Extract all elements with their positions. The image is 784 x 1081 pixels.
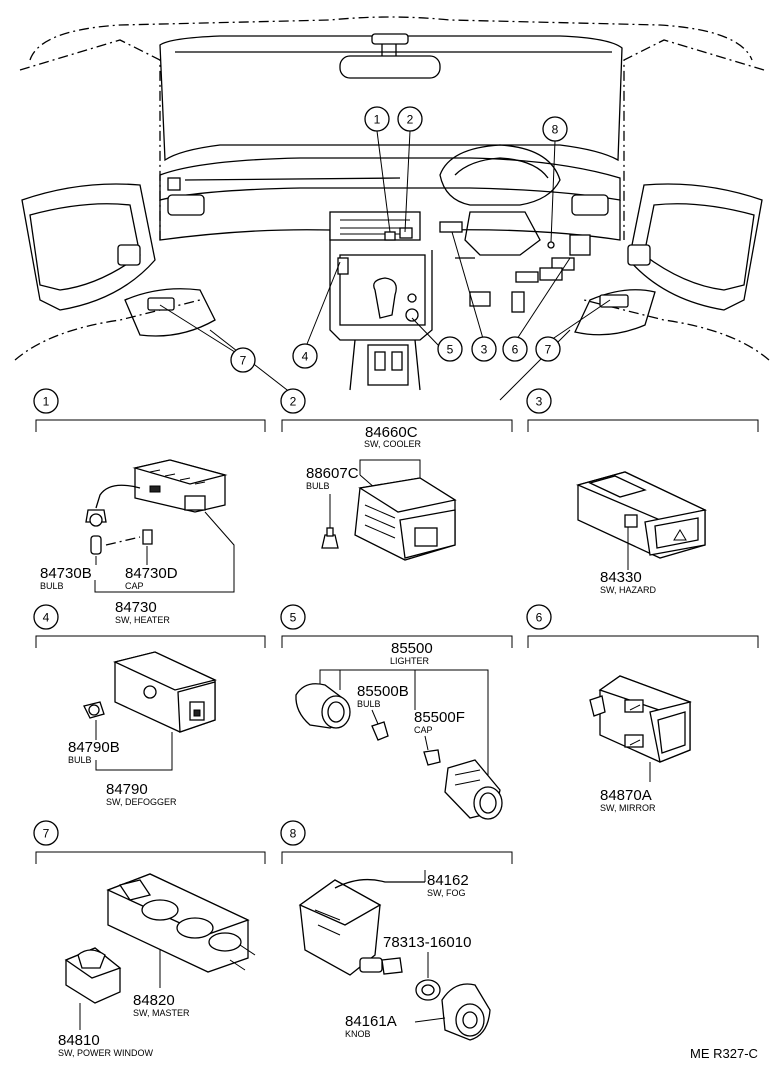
section-2-cooler-switch: 84660C SW, COOLER 88607C BULB	[306, 424, 457, 561]
section-callout-1: 1	[33, 388, 59, 414]
svg-text:5: 5	[290, 611, 297, 625]
section-8-fog-switch: 84162 SW, FOG 78313-16010 84161A KNOB	[298, 870, 491, 1041]
part-number-85500: 85500	[391, 640, 433, 657]
svg-text:8: 8	[290, 827, 297, 841]
part-number-84820: 84820	[133, 992, 175, 1009]
svg-text:3: 3	[481, 343, 488, 357]
part-number-78313-16010: 78313-16010	[383, 934, 471, 951]
part-desc-84162: SW, FOG	[427, 888, 466, 898]
callout-7-overview-right: 7	[535, 336, 561, 362]
part-desc-84330: SW, HAZARD	[600, 585, 657, 595]
part-desc-84730: SW, HEATER	[115, 615, 170, 625]
svg-text:2: 2	[290, 395, 297, 409]
section-6-mirror-switch: 84870A SW, MIRROR	[589, 675, 692, 813]
part-desc-84870A: SW, MIRROR	[600, 803, 656, 813]
section-callouts: 1 2 3 4 5 6 7 8	[33, 388, 552, 846]
section-1-heater-switch: 84730B BULB 84730D CAP 84730 SW, HEATER	[40, 459, 235, 625]
part-desc-84810: SW, POWER WINDOW	[58, 1048, 153, 1058]
part-number-84730B: 84730B	[40, 565, 92, 582]
callout-1-overview: 1	[364, 106, 390, 132]
svg-text:7: 7	[545, 343, 552, 357]
part-desc-85500B: BULB	[357, 699, 381, 709]
part-desc-84790B: BULB	[68, 755, 92, 765]
part-desc-84820: SW, MASTER	[133, 1008, 190, 1018]
part-desc-84730B: BULB	[40, 581, 64, 591]
part-number-85500F: 85500F	[414, 709, 465, 726]
overview-leader-lines	[159, 130, 611, 355]
svg-text:1: 1	[374, 113, 381, 127]
part-desc-84730D: CAP	[125, 581, 144, 591]
section-5-lighter: 85500 LIGHTER 85500B BULB 85500F CAP	[295, 640, 503, 820]
section-4-defogger-switch: 84790B BULB 84790 SW, DEFOGGER	[68, 651, 217, 807]
part-desc-85500F: CAP	[414, 725, 433, 735]
part-desc-84660C: SW, COOLER	[364, 439, 422, 449]
part-desc-84790: SW, DEFOGGER	[106, 797, 177, 807]
part-number-84330: 84330	[600, 569, 642, 586]
part-number-84730D: 84730D	[125, 565, 178, 582]
svg-text:7: 7	[43, 827, 50, 841]
part-number-84660C: 84660C	[365, 424, 418, 441]
callout-5-overview: 5	[437, 336, 463, 362]
part-desc-88607C: BULB	[306, 481, 330, 491]
svg-text:8: 8	[552, 123, 559, 137]
callout-6-overview: 6	[502, 336, 528, 362]
section-callout-7: 7	[33, 820, 59, 846]
section-callout-8: 8	[280, 820, 306, 846]
section-callout-5: 5	[280, 604, 306, 630]
svg-text:4: 4	[302, 350, 309, 364]
part-desc-84161A: KNOB	[345, 1029, 371, 1039]
svg-text:1: 1	[43, 395, 50, 409]
svg-text:4: 4	[43, 611, 50, 625]
part-number-84162: 84162	[427, 872, 469, 889]
section-7-power-window: 84820 SW, MASTER 84810 SW, POWER WINDOW	[58, 873, 256, 1058]
overview-callouts: 1 2 8 7 4 5 3 6 7	[230, 106, 568, 373]
callout-3-overview: 3	[471, 336, 497, 362]
part-number-84790B: 84790B	[68, 739, 120, 756]
svg-text:6: 6	[512, 343, 519, 357]
svg-text:7: 7	[240, 354, 247, 368]
svg-text:6: 6	[536, 611, 543, 625]
svg-text:2: 2	[407, 113, 414, 127]
section-callout-6: 6	[526, 604, 552, 630]
car-interior-overview	[14, 16, 770, 401]
svg-text:5: 5	[447, 343, 454, 357]
callout-2-overview: 2	[397, 106, 423, 132]
part-number-84790: 84790	[106, 781, 148, 798]
callout-4-overview: 4	[292, 343, 318, 369]
part-desc-85500: LIGHTER	[390, 656, 430, 666]
part-number-84810: 84810	[58, 1032, 100, 1049]
part-number-84870A: 84870A	[600, 787, 652, 804]
document-reference: ME R327-C	[690, 1046, 758, 1061]
section-callout-4: 4	[33, 604, 59, 630]
part-number-85500B: 85500B	[357, 683, 409, 700]
section-callout-3: 3	[526, 388, 552, 414]
part-number-84730: 84730	[115, 599, 157, 616]
part-number-88607C: 88607C	[306, 465, 359, 482]
part-number-84161A: 84161A	[345, 1013, 397, 1030]
section-3-hazard-switch: 84330 SW, HAZARD	[576, 471, 707, 595]
callout-8-overview: 8	[542, 116, 568, 142]
section-callout-2: 2	[280, 388, 306, 414]
section-brackets	[35, 419, 759, 864]
svg-text:3: 3	[536, 395, 543, 409]
callout-7-overview-left: 7	[230, 347, 256, 373]
